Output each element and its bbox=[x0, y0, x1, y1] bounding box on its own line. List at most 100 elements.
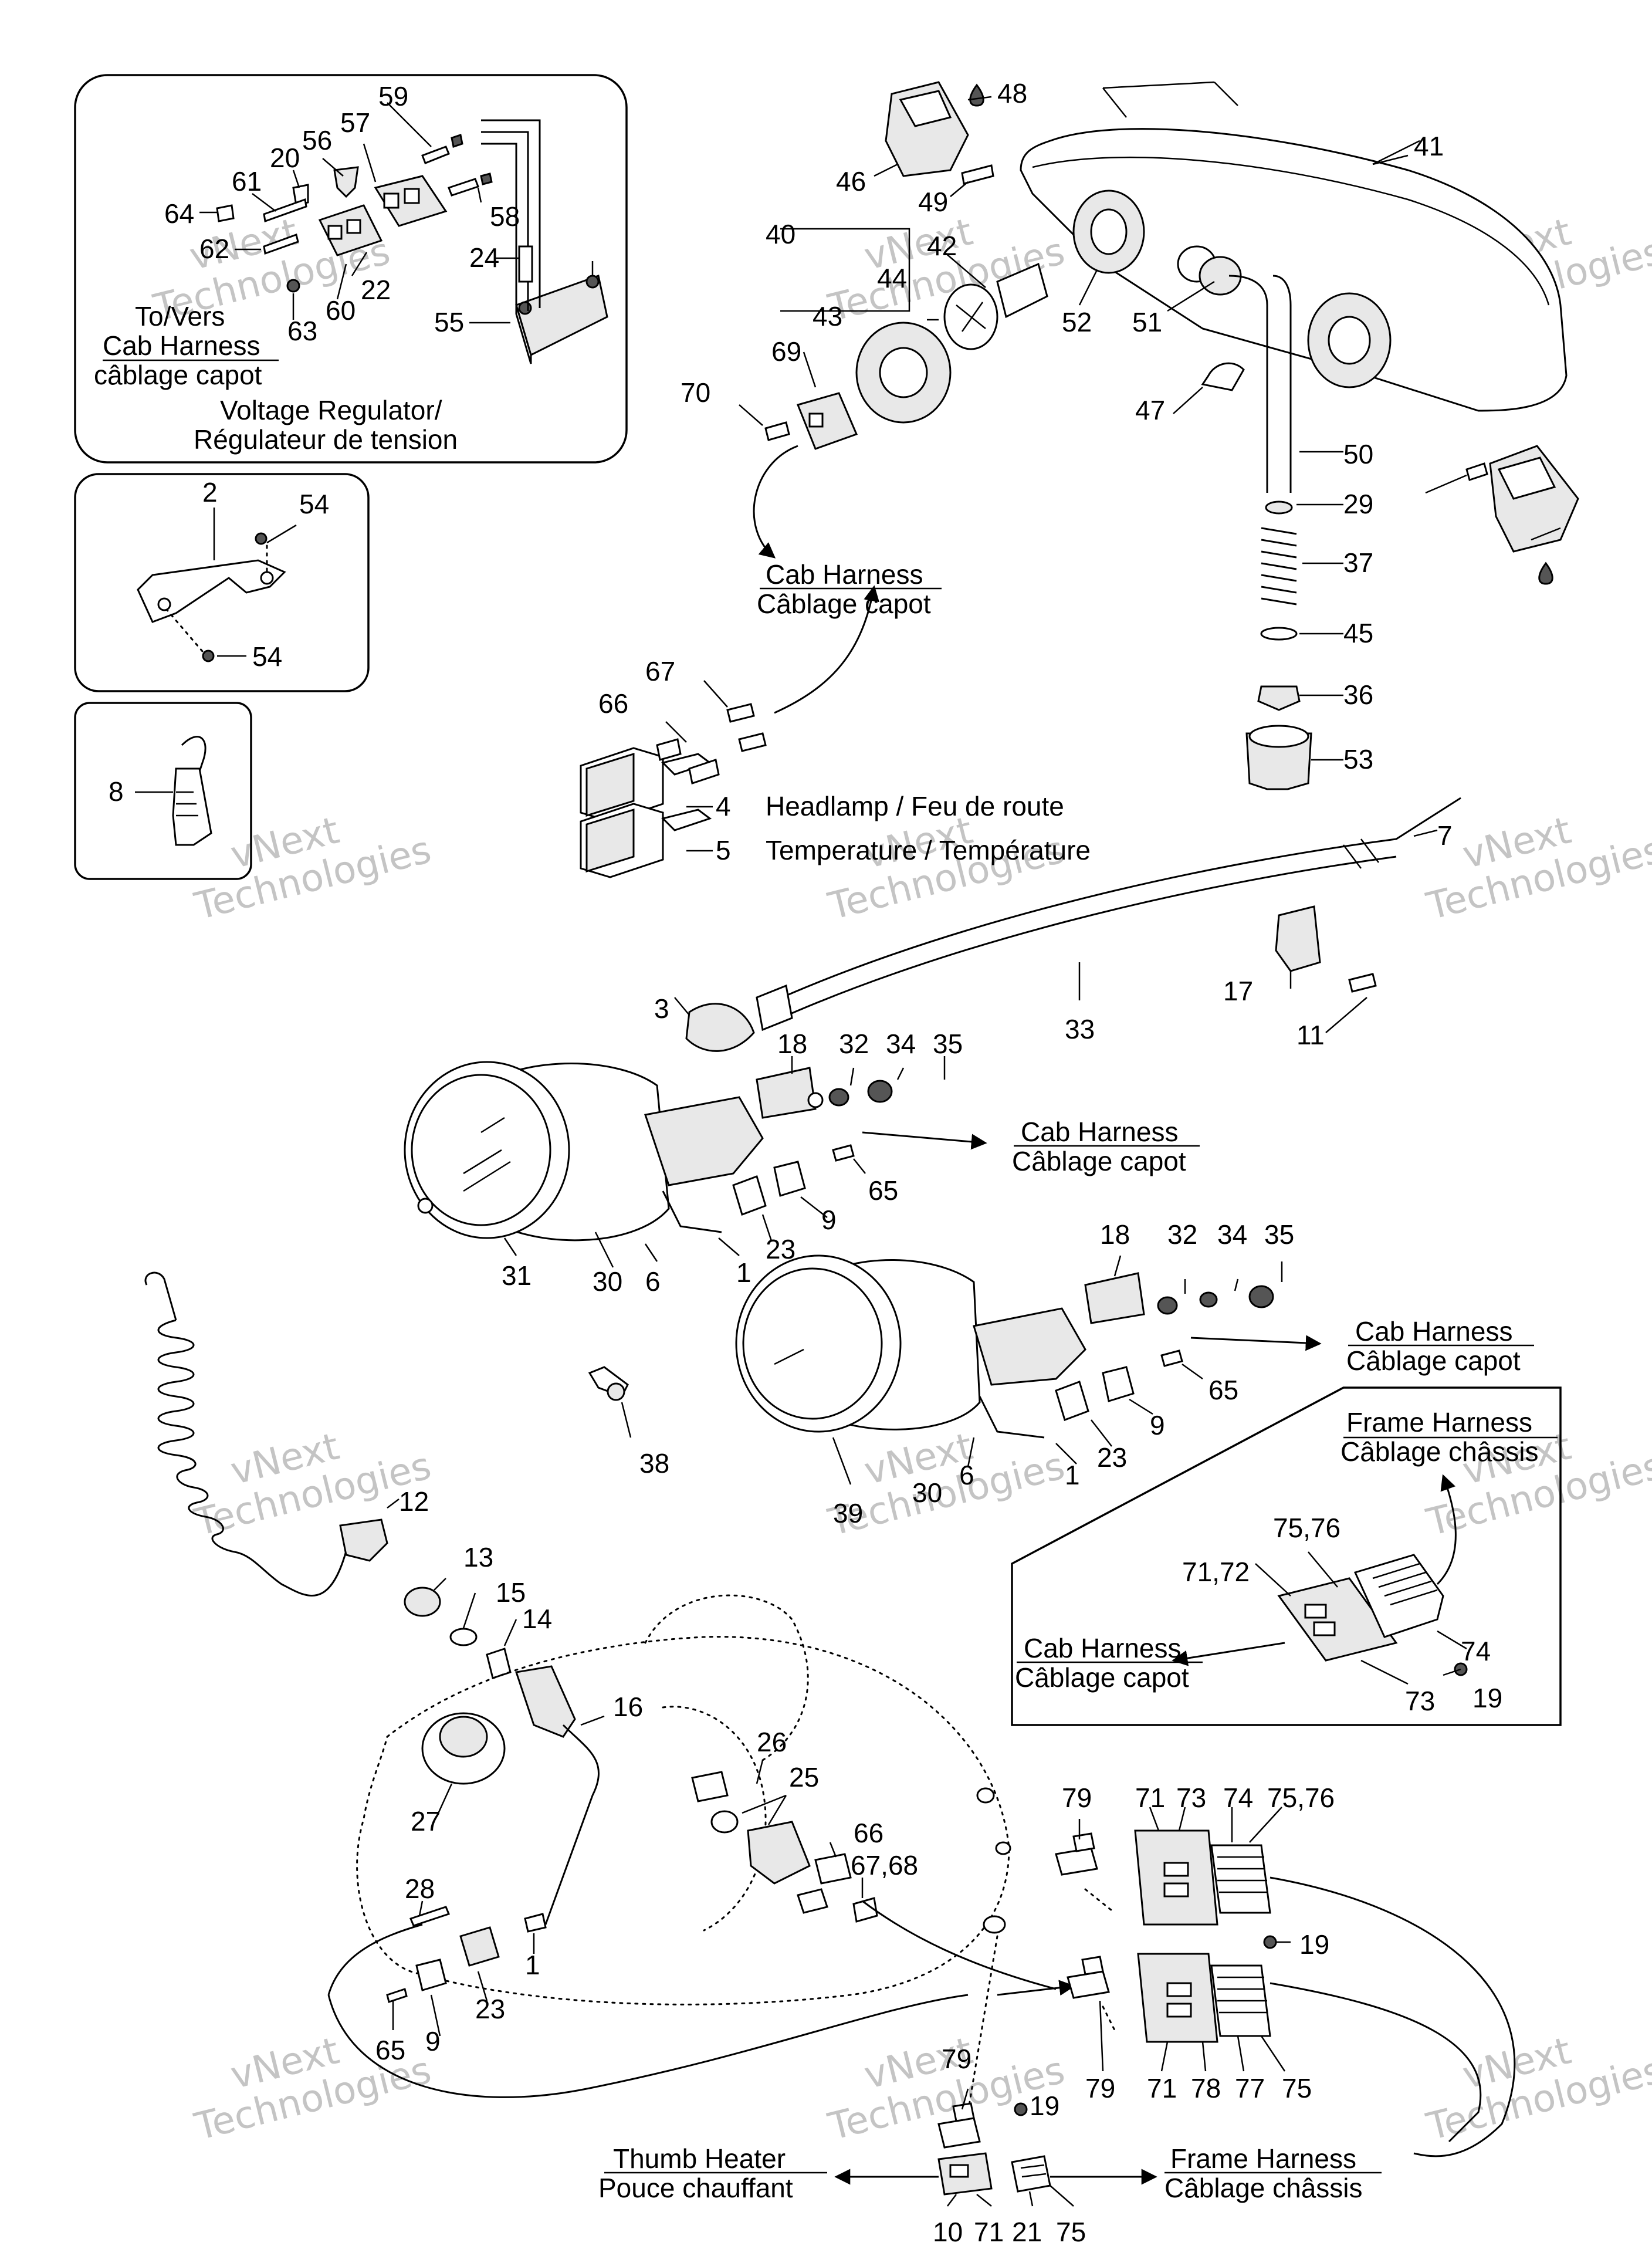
part-number: 13 bbox=[463, 1542, 493, 1572]
caption-cab-harness: Cab Harness bbox=[103, 330, 260, 361]
part-number: 50 bbox=[1343, 439, 1373, 469]
part-number: 25 bbox=[789, 1762, 819, 1792]
part-number: 35 bbox=[933, 1029, 963, 1059]
part-number: 75,76 bbox=[1267, 1783, 1335, 1813]
part-number: 9 bbox=[821, 1205, 837, 1235]
part-number: 60 bbox=[326, 295, 356, 326]
part-number: 57 bbox=[340, 107, 370, 138]
part-number: 9 bbox=[1150, 1410, 1165, 1440]
part-number: 75 bbox=[1056, 2217, 1086, 2247]
part-number: 29 bbox=[1343, 489, 1373, 519]
part-number: 6 bbox=[959, 1460, 974, 1490]
caption-regulateur: Régulateur de tension bbox=[194, 424, 458, 455]
part-number: 32 bbox=[1167, 1219, 1197, 1250]
caption-to-vers: To/Vers bbox=[135, 301, 225, 332]
part-number: 44 bbox=[877, 263, 907, 293]
part-number: 28 bbox=[405, 1873, 435, 1904]
caption-cablage-chassis-2: Câblage châssis bbox=[1164, 2173, 1363, 2203]
part-number: 26 bbox=[757, 1727, 787, 1757]
headlight-assembly bbox=[739, 81, 1579, 790]
part-number: 37 bbox=[1343, 547, 1373, 578]
part-number: 30 bbox=[912, 1477, 942, 1508]
part-number: 18 bbox=[777, 1029, 807, 1059]
part-number: 27 bbox=[411, 1806, 441, 1836]
part-number: 23 bbox=[1097, 1442, 1127, 1473]
caption-headlamp: Headlamp / Feu de route bbox=[766, 791, 1064, 821]
frame-harness-inset bbox=[1011, 1386, 1562, 1726]
part-number: 71 bbox=[974, 2217, 1004, 2247]
bracket-inset bbox=[74, 473, 370, 692]
part-number: 65 bbox=[1208, 1375, 1238, 1405]
caption-frame-harness: Frame Harness bbox=[1346, 1407, 1532, 1438]
part-number: 21 bbox=[1012, 2217, 1042, 2247]
part-number: 22 bbox=[361, 275, 391, 305]
part-number: 67 bbox=[645, 656, 675, 686]
thumb-heater-connectors bbox=[834, 2088, 1157, 2207]
captions: To/Vers Cab Harness câblage capot Voltag… bbox=[94, 301, 1558, 2203]
part-number: 8 bbox=[109, 776, 124, 807]
part-number: 12 bbox=[399, 1486, 429, 1517]
part-number: 71,72 bbox=[1182, 1557, 1250, 1587]
part-number: 4 bbox=[716, 791, 731, 821]
part-number: 39 bbox=[833, 1498, 863, 1528]
part-number: 63 bbox=[287, 316, 317, 346]
part-number: 23 bbox=[475, 1994, 505, 2024]
part-number: 35 bbox=[1264, 1219, 1294, 1250]
part-number: 53 bbox=[1343, 744, 1373, 774]
part-number: 73 bbox=[1405, 1686, 1435, 1716]
part-number: 66 bbox=[854, 1818, 883, 1848]
gauge-cable bbox=[756, 797, 1461, 1033]
part-number: 46 bbox=[836, 166, 866, 197]
caption-cablage-capot-5: Câblage capot bbox=[1015, 1662, 1189, 1693]
part-number: 1 bbox=[736, 1257, 751, 1288]
part-number: 7 bbox=[1437, 820, 1453, 851]
part-number: 66 bbox=[598, 688, 628, 719]
gauge-31 bbox=[404, 997, 987, 1268]
caption-cablage-capot: câblage capot bbox=[94, 360, 262, 390]
part-number: 56 bbox=[302, 125, 332, 155]
part-number: 52 bbox=[1062, 307, 1092, 337]
part-number: 69 bbox=[771, 336, 801, 367]
part-number: 5 bbox=[716, 835, 731, 865]
part-number: 24 bbox=[469, 242, 499, 273]
part-number: 10 bbox=[933, 2217, 963, 2247]
part-number: 59 bbox=[378, 81, 408, 111]
part-number: 55 bbox=[434, 307, 464, 337]
part-number: 79 bbox=[942, 2044, 971, 2074]
part-number: 32 bbox=[839, 1029, 869, 1059]
voltage-regulator-inset bbox=[74, 74, 628, 464]
gauge-39 bbox=[735, 1254, 1322, 1485]
caption-cablage-chassis: Câblage châssis bbox=[1340, 1436, 1539, 1467]
part-number: 58 bbox=[490, 201, 520, 232]
caption-cab-harness-2: Cab Harness bbox=[766, 559, 923, 590]
caption-cab-harness-4: Cab Harness bbox=[1355, 1316, 1512, 1347]
part-number: 77 bbox=[1235, 2073, 1265, 2103]
part-number: 74 bbox=[1223, 1783, 1253, 1813]
part-number: 74 bbox=[1461, 1636, 1491, 1666]
part-number: 11 bbox=[1296, 1020, 1325, 1050]
part-number: 9 bbox=[425, 2026, 441, 2057]
strap-inset bbox=[74, 702, 252, 880]
caption-cablage-capot-2: Câblage capot bbox=[757, 588, 931, 619]
caption-cablage-capot-3: Câblage capot bbox=[1012, 1146, 1186, 1176]
part-number: 79 bbox=[1062, 1783, 1092, 1813]
caption-pouce-chauffant: Pouce chauffant bbox=[598, 2173, 793, 2203]
caption-cablage-capot-4: Câblage capot bbox=[1346, 1345, 1521, 1376]
part-number: 17 bbox=[1223, 976, 1253, 1006]
part-number: 19 bbox=[1472, 1683, 1502, 1713]
caption-frame-harness-2: Frame Harness bbox=[1170, 2143, 1356, 2174]
part-number: 54 bbox=[299, 489, 329, 519]
bulb-38 bbox=[588, 1366, 632, 1438]
tether-cord bbox=[144, 1271, 400, 1597]
console-outline bbox=[356, 1594, 1010, 2005]
caption-cab-harness-5: Cab Harness bbox=[1024, 1633, 1181, 1663]
part-number: 14 bbox=[522, 1604, 552, 1634]
part-number: 65 bbox=[868, 1175, 898, 1206]
part-number: 34 bbox=[1217, 1219, 1247, 1250]
part-number: 67,68 bbox=[851, 1850, 918, 1880]
part-number: 31 bbox=[502, 1260, 532, 1291]
part-number: 33 bbox=[1065, 1014, 1095, 1044]
part-number: 42 bbox=[927, 231, 957, 261]
part-number: 2 bbox=[202, 477, 218, 508]
